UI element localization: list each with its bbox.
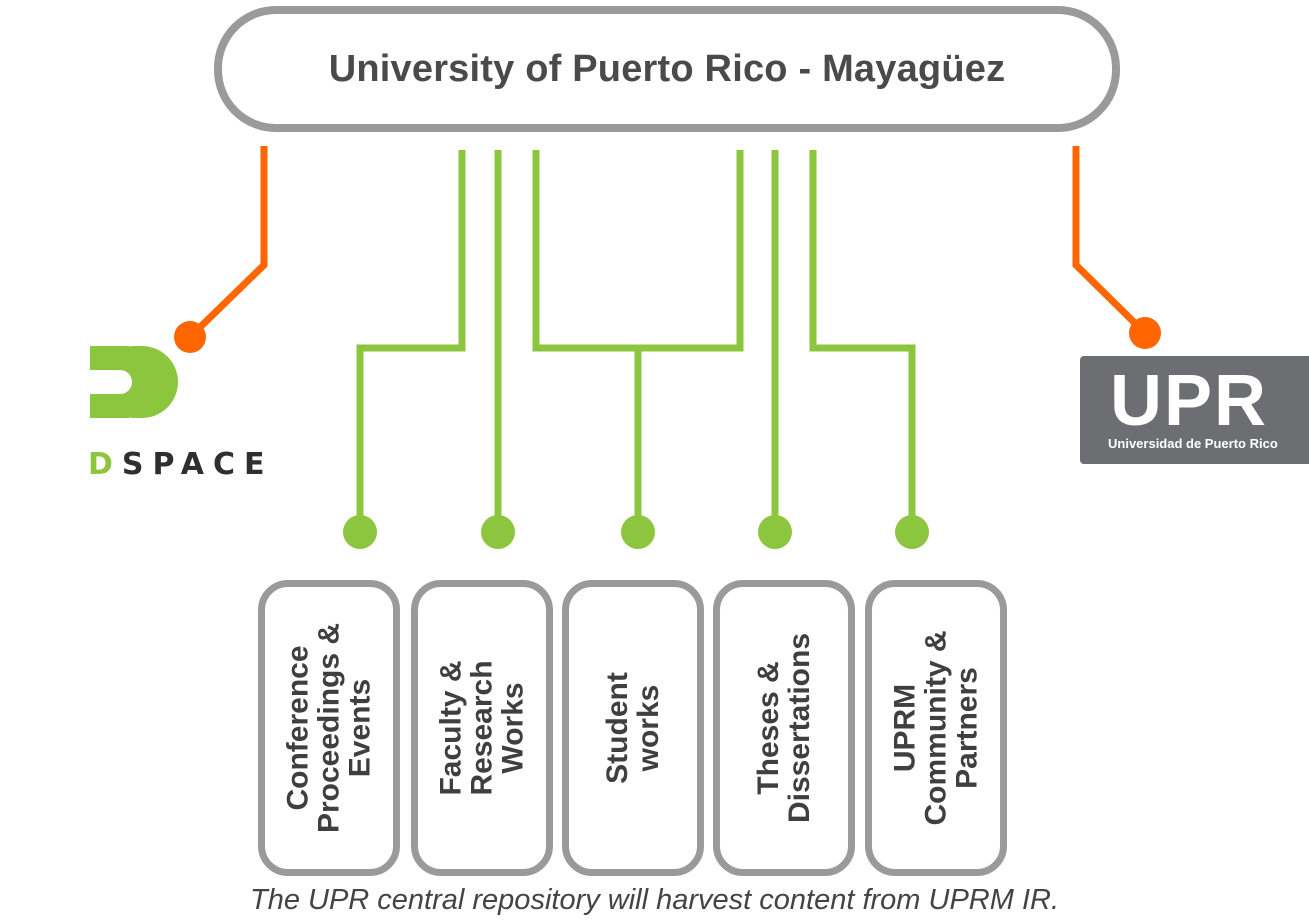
caption: The UPR central repository will harvest …	[249, 884, 1060, 916]
category-line: UPRM	[888, 683, 922, 773]
dspace-wordmark-d: D	[88, 447, 122, 482]
category-line: Works	[496, 682, 530, 774]
category-faculty-label: Faculty & Research Works	[434, 598, 530, 858]
category-theses-label: Theses & Dissertations	[752, 598, 816, 858]
upr-connector	[1072, 146, 1148, 336]
category-line: Theses &	[752, 661, 785, 795]
category-line: Events	[343, 678, 377, 778]
dspace-wordmark-rest: SPACE	[121, 447, 274, 482]
dspace-wordmark: DSPACE	[88, 447, 273, 482]
university-title-box: University of Puerto Rico - Mayagüez	[214, 6, 1120, 132]
dot-student	[621, 515, 655, 549]
upr-connector-dot	[1129, 317, 1161, 349]
dspace-connector	[187, 146, 268, 340]
category-line: Community &	[919, 630, 953, 826]
category-line: Conference	[281, 645, 315, 811]
upr-logo-letters: UPR	[1110, 361, 1269, 441]
dspace-connector-dot	[174, 321, 206, 353]
category-line: Partners	[950, 667, 984, 789]
dspace-logo-icon	[90, 346, 178, 418]
connector-community	[809, 150, 916, 530]
category-student-label: Student works	[601, 598, 665, 858]
category-line: Research	[465, 660, 499, 796]
category-theses-box: Theses & Dissertations	[713, 580, 855, 876]
category-line: works	[632, 684, 665, 772]
dot-community	[895, 515, 929, 549]
category-line: Student	[601, 672, 634, 784]
category-community-label: UPRM Community & Partners	[888, 598, 984, 858]
category-faculty-box: Faculty & Research Works	[411, 580, 553, 876]
university-title: University of Puerto Rico - Mayagüez	[328, 47, 1006, 90]
connector-student	[532, 150, 744, 352]
category-line: Faculty &	[434, 660, 468, 796]
category-community-box: UPRM Community & Partners	[865, 580, 1007, 876]
category-conference-box: Conference Proceedings & Events	[258, 580, 400, 876]
upr-logo: UPR Universidad de Puerto Rico	[1080, 356, 1309, 464]
category-line: Proceedings &	[312, 622, 346, 834]
category-conference-label: Conference Proceedings & Events	[281, 598, 377, 858]
category-line: Dissertations	[783, 632, 816, 824]
dot-theses	[758, 515, 792, 549]
category-student-box: Student works	[562, 580, 704, 876]
connector-conference	[356, 150, 466, 530]
dot-conference	[343, 515, 377, 549]
upr-logo-subtitle: Universidad de Puerto Rico	[1108, 436, 1278, 451]
dot-faculty	[481, 515, 515, 549]
